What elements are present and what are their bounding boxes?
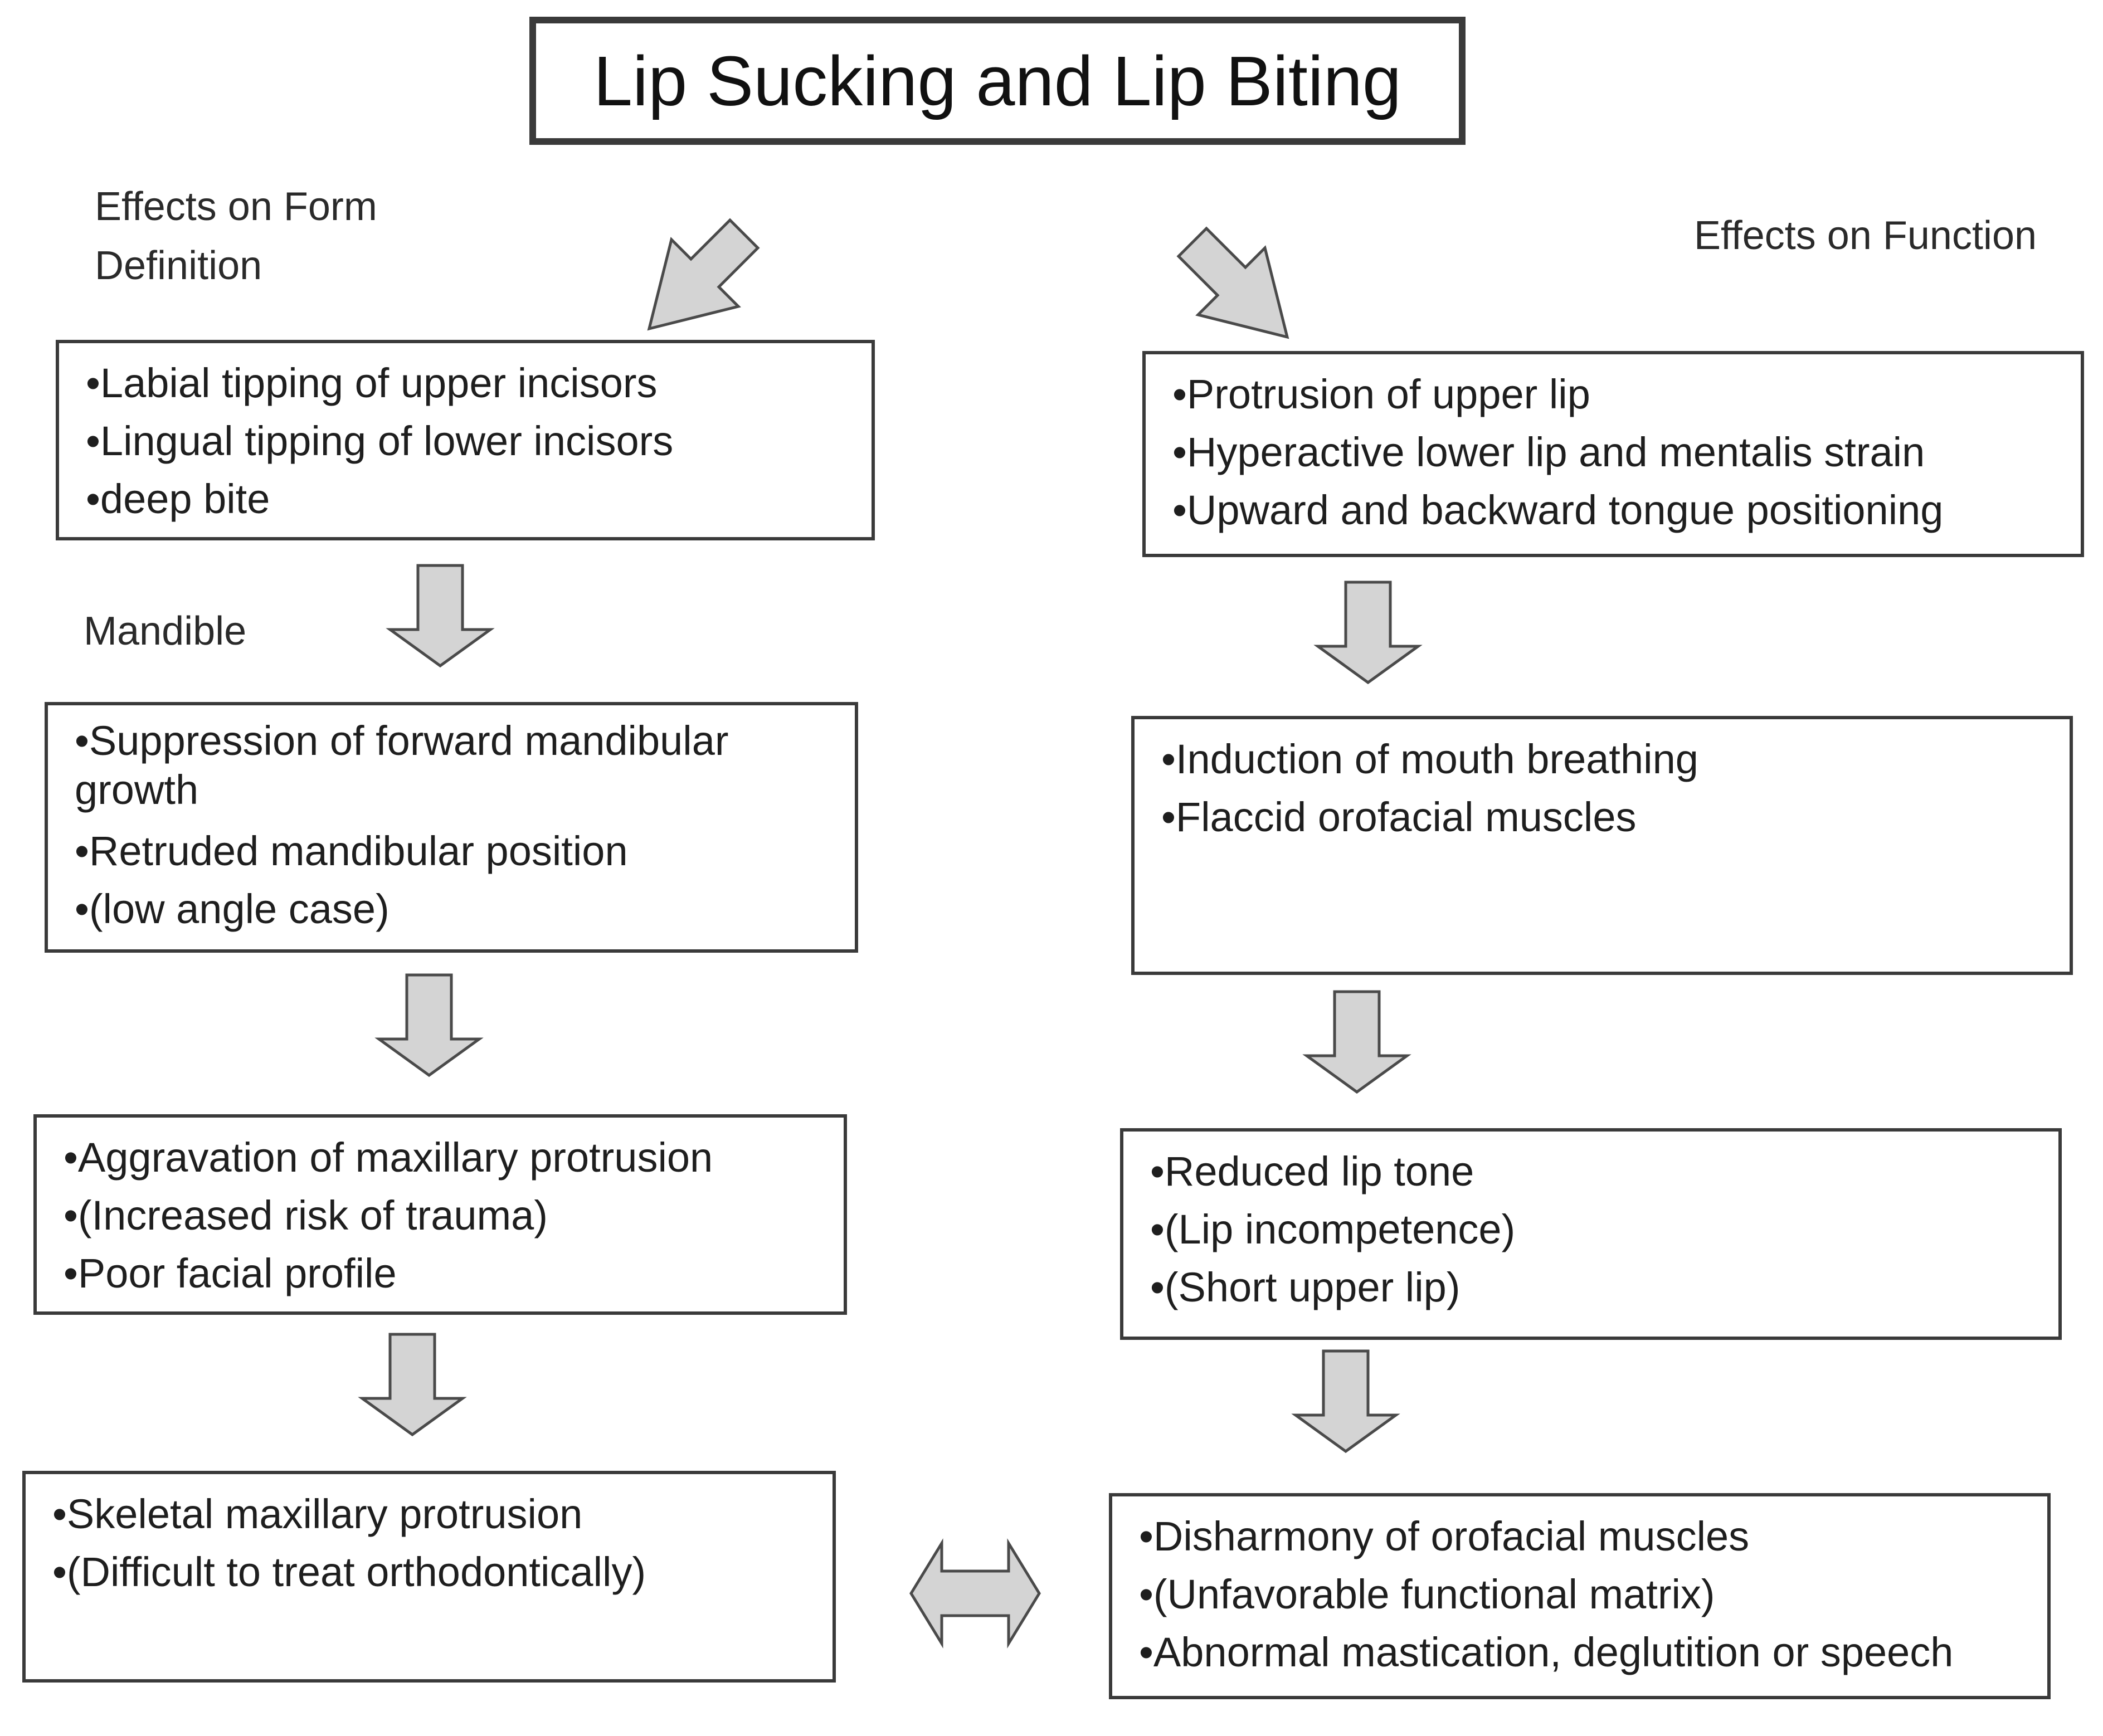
form-box-3-item: •Aggravation of maxillary protrusion: [64, 1134, 713, 1181]
form-box-2-item: •(low angle case): [75, 886, 390, 932]
left-header-line2: Definition: [95, 243, 262, 288]
function-box-1-item: •Upward and backward tongue positioning: [1172, 487, 1944, 533]
function-box-4-item: •(Unfavorable functional matrix): [1139, 1571, 1715, 1617]
diagonal-arrow-right: [1176, 226, 1289, 339]
function-box-4-item: •Abnormal mastication, deglutition or sp…: [1139, 1629, 1954, 1675]
form-box-1-item: •Lingual tipping of lower incisors: [86, 418, 674, 464]
form-box-1-item: •deep bite: [86, 476, 270, 522]
down-arrow: [1302, 990, 1411, 1094]
form-box-3-item: •(Increased risk of trauma): [64, 1192, 548, 1238]
function-box-4-item: •Disharmony of orofacial muscles: [1139, 1513, 1750, 1559]
form-box-2-item: •Retruded mandibular position: [75, 828, 628, 874]
down-arrow: [1313, 581, 1423, 685]
function-box-2-item: •Induction of mouth breathing: [1161, 736, 1698, 782]
form-box-4-item: •Skeletal maxillary protrusion: [52, 1491, 583, 1537]
form-box-4-item: •(Difficult to treat orthodontically): [52, 1549, 646, 1595]
function-box-1: •Protrusion of upper lip •Hyperactive lo…: [1142, 351, 2084, 557]
function-box-4: •Disharmony of orofacial muscles •(Unfav…: [1109, 1493, 2051, 1699]
function-box-3-item: •(Lip incompetence): [1150, 1206, 1516, 1252]
function-box-2: •Induction of mouth breathing •Flaccid o…: [1131, 716, 2073, 975]
form-box-2: •Suppression of forward mandibular growt…: [45, 702, 858, 953]
form-box-2-item: •Suppression of forward mandibular growt…: [75, 718, 729, 813]
down-arrow: [1291, 1349, 1400, 1454]
down-arrow: [358, 1333, 467, 1437]
form-box-4: •Skeletal maxillary protrusion •(Difficu…: [22, 1471, 836, 1683]
function-box-2-item: •Flaccid orofacial muscles: [1161, 794, 1637, 840]
function-box-3-item: •Reduced lip tone: [1150, 1148, 1474, 1194]
form-box-3-item: •Poor facial profile: [64, 1250, 397, 1296]
function-box-3-item: •(Short upper lip): [1150, 1264, 1461, 1310]
down-arrow: [374, 973, 484, 1077]
title-box: Lip Sucking and Lip Biting: [529, 17, 1466, 145]
left-header-line1: Effects on Form: [95, 184, 377, 229]
diagram-title: Lip Sucking and Lip Biting: [593, 41, 1401, 120]
function-box-1-item: •Protrusion of upper lip: [1172, 371, 1590, 417]
form-box-1-item: •Labial tipping of upper incisors: [86, 360, 658, 406]
right-header: Effects on Function: [1694, 213, 2037, 258]
function-box-3: •Reduced lip tone •(Lip incompetence) •(…: [1120, 1128, 2062, 1340]
down-arrow: [386, 564, 495, 668]
form-box-1: •Labial tipping of upper incisors •Lingu…: [56, 340, 875, 540]
double-arrow: [909, 1538, 1041, 1649]
diagonal-arrow-left: [647, 218, 760, 331]
mandible-label: Mandible: [84, 609, 247, 654]
function-box-1-item: •Hyperactive lower lip and mentalis stra…: [1172, 429, 1925, 475]
form-box-3: •Aggravation of maxillary protrusion •(I…: [33, 1114, 847, 1315]
